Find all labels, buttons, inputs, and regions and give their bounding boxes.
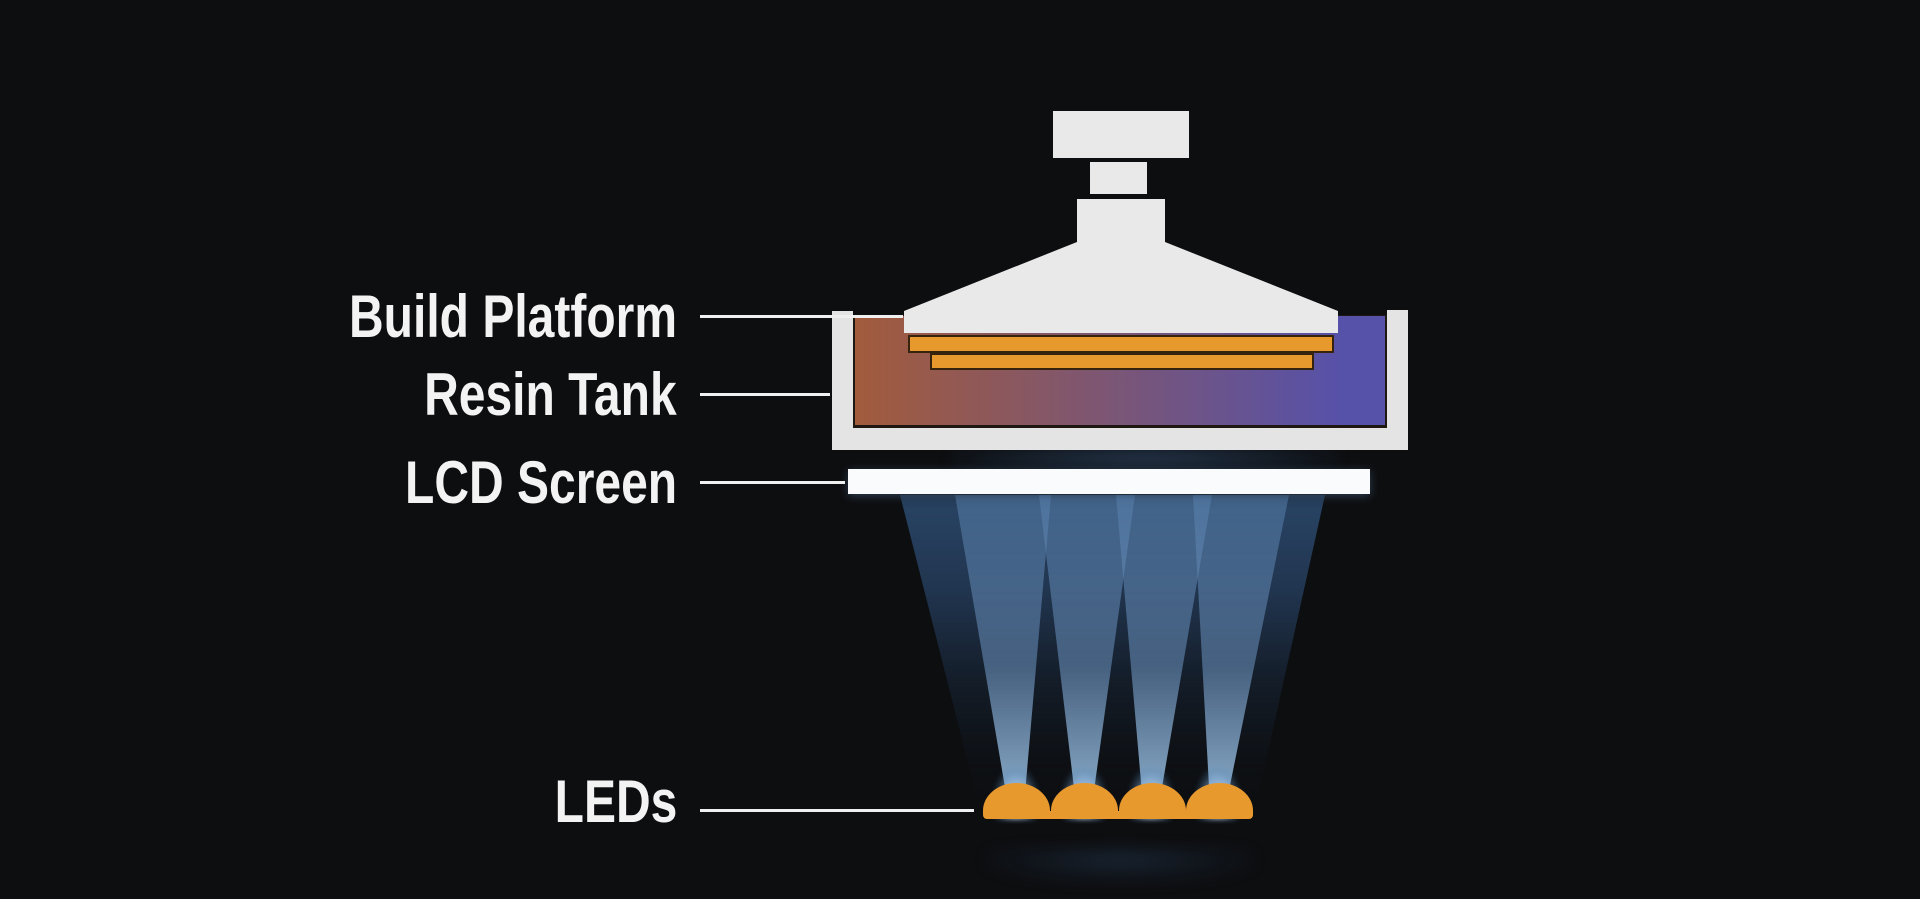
- leader-line-lcd-screen: [700, 481, 845, 484]
- z-axis-shaft: [1090, 162, 1147, 194]
- leader-line-build-platform: [700, 315, 903, 318]
- label-build-platform: Build Platform: [348, 283, 677, 350]
- label-lcd-screen: LCD Screen: [404, 449, 677, 516]
- led-reflection-glow: [985, 848, 1255, 884]
- resin-liquid: [853, 315, 1387, 428]
- build-platform: [904, 199, 1338, 333]
- uv-beam-field: [880, 495, 1340, 810]
- label-resin-tank: Resin Tank: [424, 361, 677, 428]
- printed-layer-2: [930, 353, 1314, 370]
- resin-tank-right-wall: [1387, 310, 1408, 450]
- leader-line-leds: [700, 809, 974, 812]
- leader-line-resin-tank: [700, 393, 830, 396]
- led-base-bar: [983, 811, 1253, 819]
- printed-layer-1: [908, 335, 1334, 353]
- resin-tank-left-wall: [832, 311, 853, 450]
- lcd-screen: [848, 469, 1370, 494]
- resin-tank-bottom: [832, 428, 1408, 450]
- z-carriage-block: [1053, 111, 1189, 158]
- label-leds: LEDs: [554, 768, 677, 835]
